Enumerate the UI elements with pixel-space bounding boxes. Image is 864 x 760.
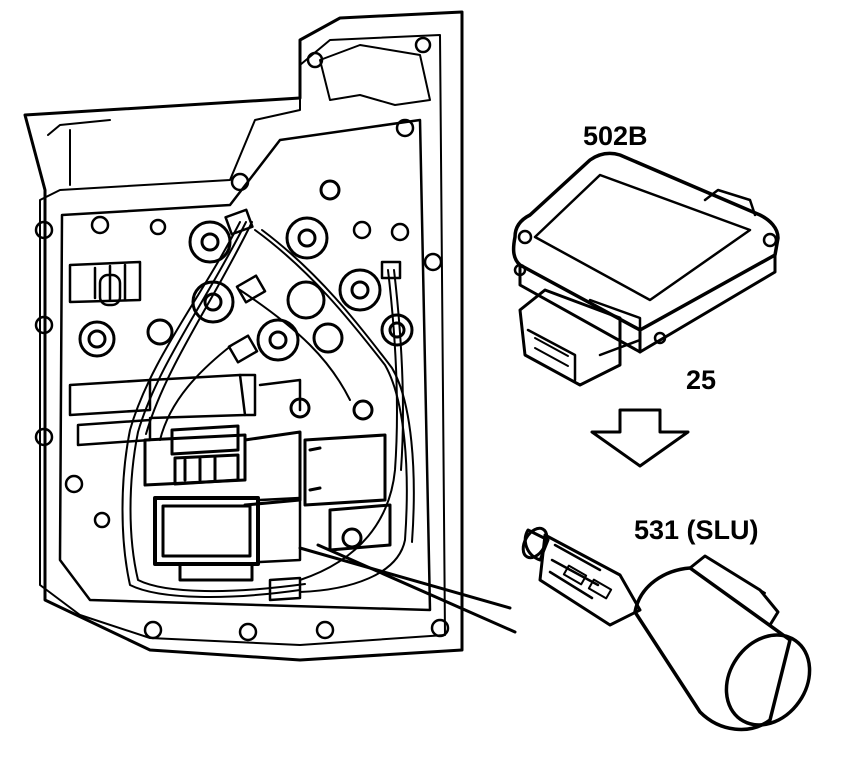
label-502b: 502B (583, 121, 648, 151)
valve-bores (78, 179, 414, 421)
slu-solenoid-location (153, 496, 302, 582)
part-502b-module (511, 151, 780, 387)
wire-harness (121, 221, 415, 602)
case-bolt-holes (34, 36, 450, 642)
leader-line (298, 546, 512, 610)
center-solenoid (143, 424, 302, 507)
harness-clips (224, 208, 402, 364)
right-solenoid (303, 433, 392, 552)
solenoid-connectors (188, 216, 382, 362)
down-arrow (590, 408, 690, 468)
part-531-slu-solenoid (521, 526, 812, 732)
label-25: 25 (686, 365, 717, 395)
label-531-slu: 531 (SLU) (634, 515, 759, 545)
leader-line-2 (316, 543, 517, 634)
valve-body-assembly (23, 10, 517, 662)
